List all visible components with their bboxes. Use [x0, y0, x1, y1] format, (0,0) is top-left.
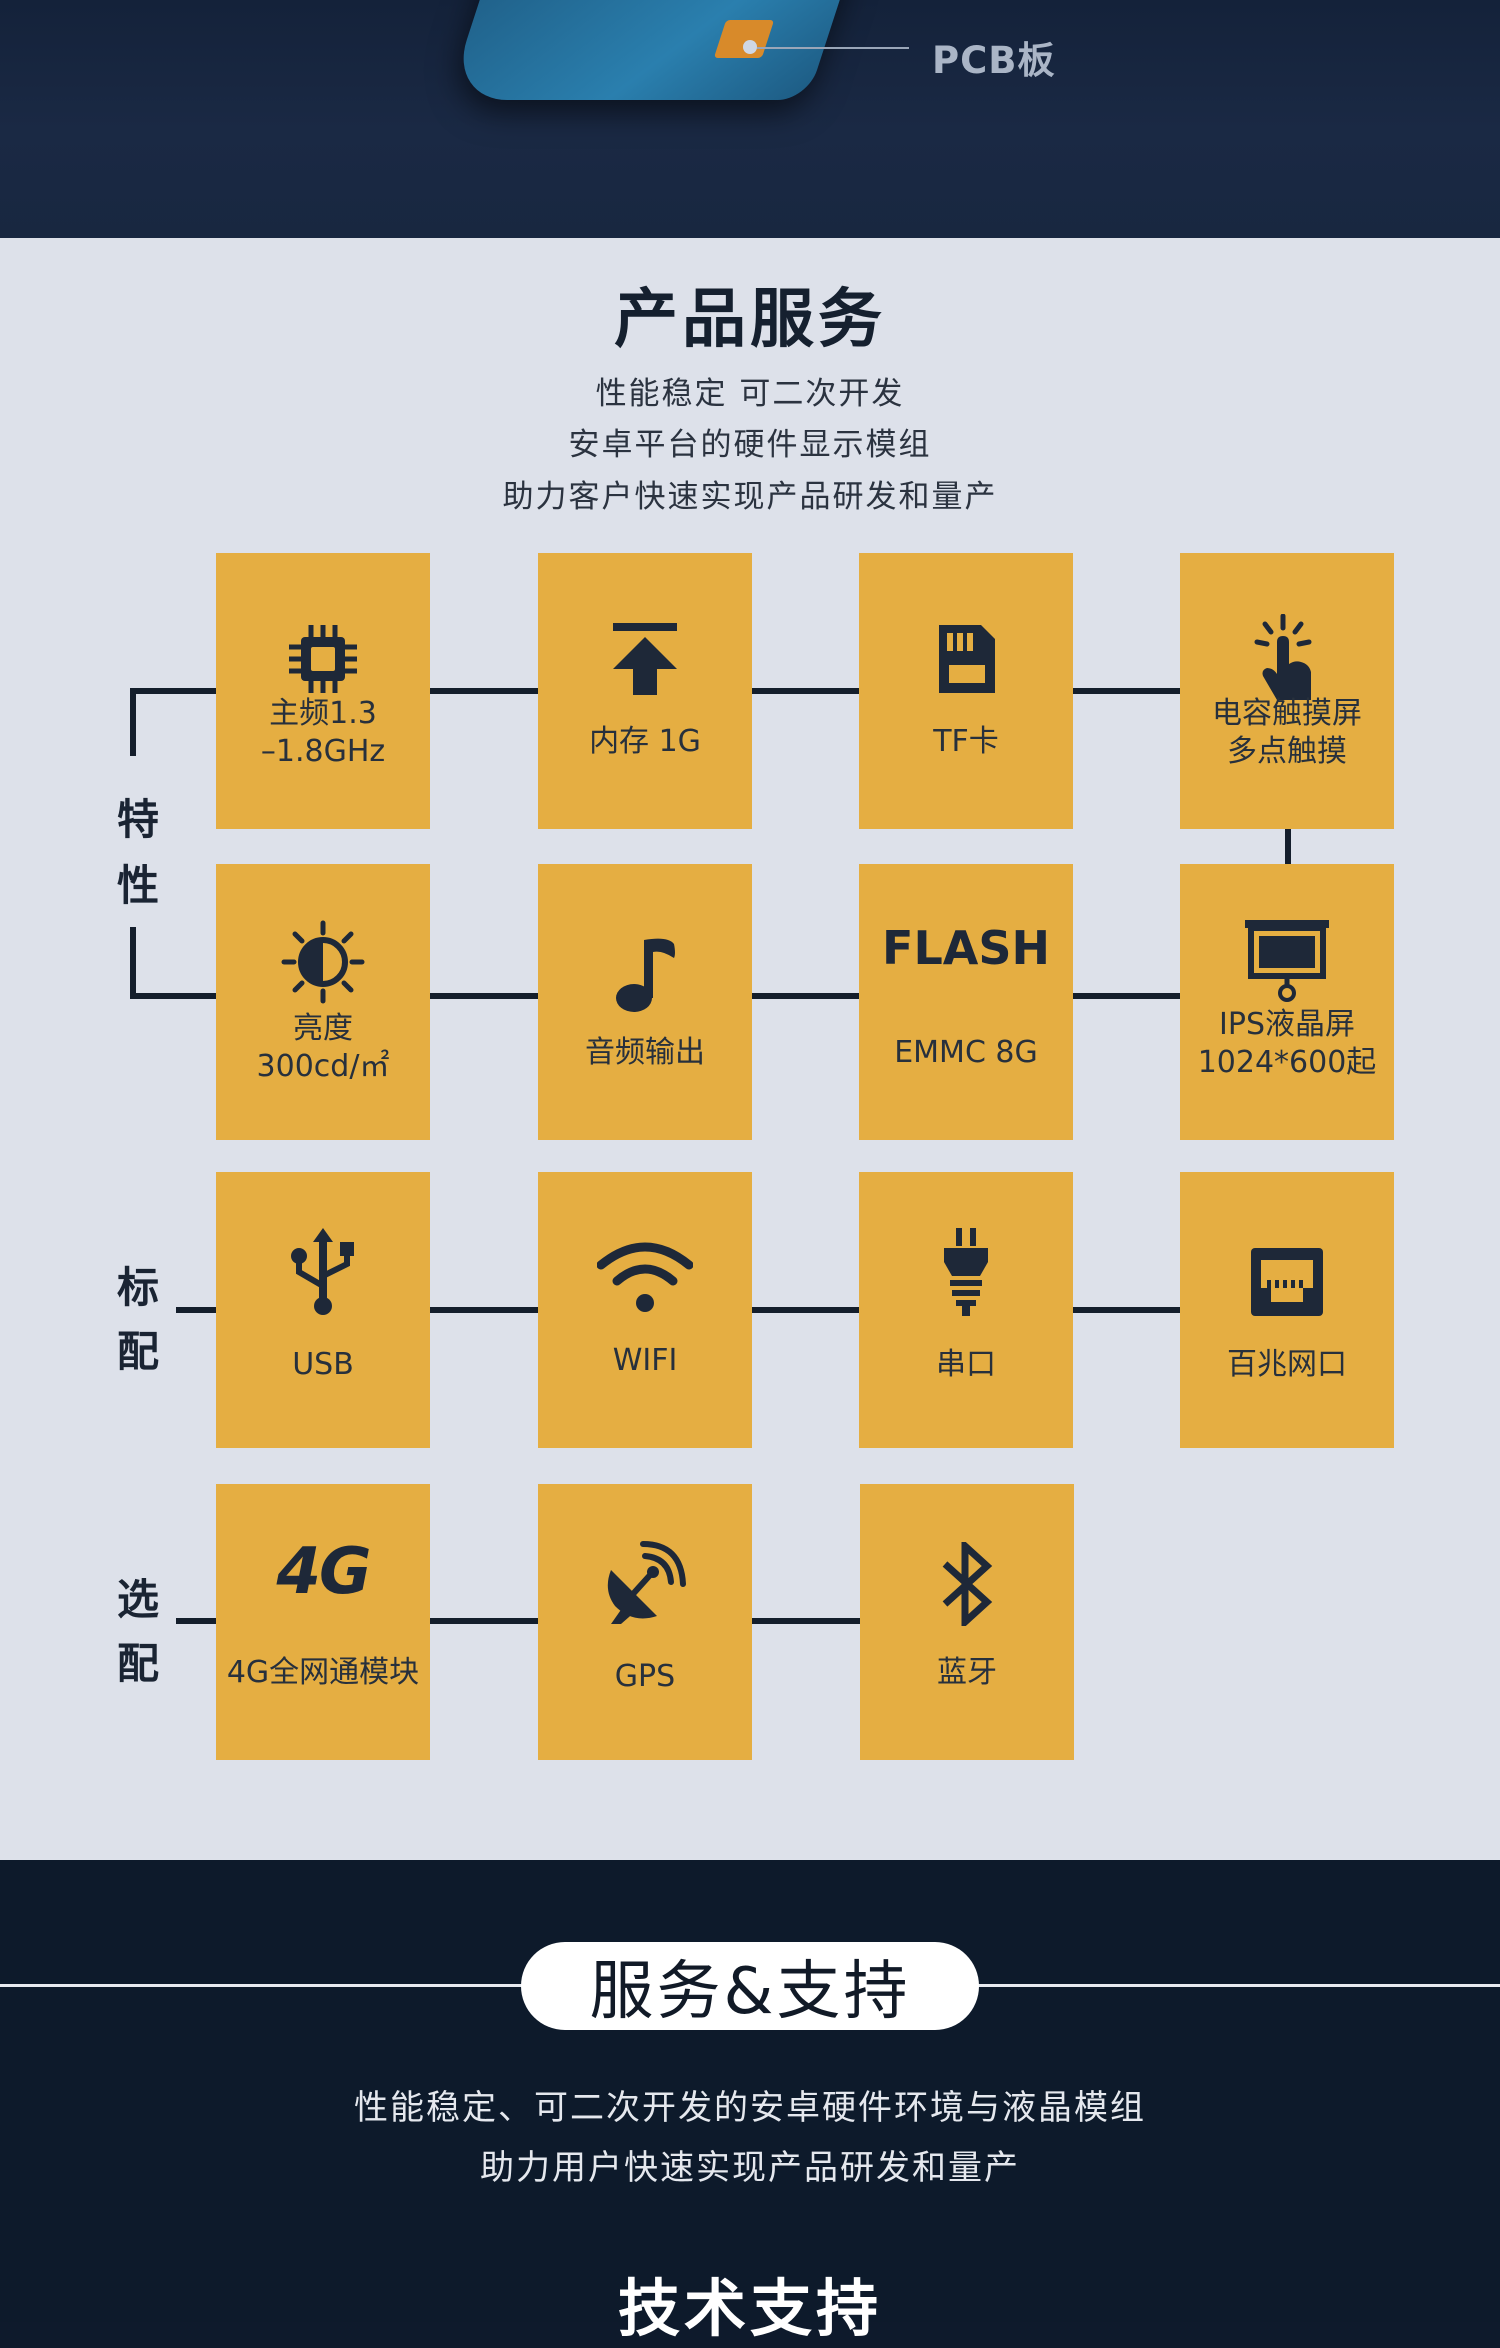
connector-line: [1073, 993, 1181, 999]
feature-tile-brightness: 亮度 300cd/㎡: [216, 864, 430, 1140]
tile-label: 主频1.3 –1.8GHz: [260, 696, 386, 769]
ethernet-port-icon: [1180, 1234, 1394, 1330]
plug-icon: [859, 1224, 1073, 1320]
tech-support-title: 技术支持: [617, 2272, 882, 2345]
connector-line: [430, 993, 538, 999]
feature-tile-flash: FLASH EMMC 8G: [859, 864, 1073, 1140]
connector-line: [1073, 1307, 1181, 1313]
tile-label: 4G全网通模块: [226, 1655, 420, 1690]
upload-arrow-icon: [538, 611, 752, 707]
standard-tile-wifi: WIFI: [538, 1172, 752, 1448]
sd-card-icon: [859, 611, 1073, 707]
connector-line: [130, 688, 136, 756]
connector-line: [130, 993, 216, 999]
callout-line: [757, 47, 909, 49]
tile-label: 亮度 300cd/㎡: [256, 1011, 390, 1084]
pcb-board-image: [447, 0, 853, 100]
subtitle-line-2: 安卓平台的硬件显示模组: [568, 427, 932, 463]
feature-tile-ips-screen: IPS液晶屏 1024*600起: [1180, 864, 1394, 1140]
feature-tile-tf-card: TF卡: [859, 553, 1073, 829]
cpu-chip-icon: [216, 611, 430, 707]
connector-line: [176, 1307, 216, 1313]
tile-label: 电容触摸屏 多点触摸: [1212, 696, 1362, 769]
connector-line: [130, 927, 136, 999]
group-label-optional-1: 选: [116, 1575, 159, 1624]
connector-line: [430, 1307, 538, 1313]
section-title: 产品服务: [614, 283, 886, 357]
optional-tile-gps: GPS: [538, 1484, 752, 1760]
connector-line: [752, 1307, 860, 1313]
service-support-section: [0, 1860, 1500, 2322]
tile-label: 蓝牙: [937, 1655, 997, 1690]
connector-line: [1073, 688, 1181, 694]
group-label-features-1: 特: [116, 795, 159, 844]
satellite-dish-icon: [538, 1534, 752, 1630]
connector-line: [176, 1618, 216, 1624]
pcb-label: PCB板: [932, 39, 1056, 82]
tile-label: 百兆网口: [1227, 1347, 1347, 1382]
standard-tile-ethernet: 百兆网口: [1180, 1172, 1394, 1448]
support-title: 服务&支持: [589, 1955, 911, 2029]
connector-line: [430, 1618, 538, 1624]
feature-tile-touchscreen: 电容触摸屏 多点触摸: [1180, 553, 1394, 829]
bluetooth-icon: [860, 1536, 1074, 1632]
group-label-standard-1: 标: [116, 1263, 159, 1312]
feature-tile-cpu: 主频1.3 –1.8GHz: [216, 553, 430, 829]
tile-label: EMMC 8G: [894, 1035, 1038, 1070]
optional-tile-4g: 4G 4G全网通模块: [216, 1484, 430, 1760]
wifi-icon: [538, 1230, 752, 1326]
support-line-1: 性能稳定、可二次开发的安卓硬件环境与液晶模组: [354, 2088, 1146, 2128]
tile-label: 串口: [936, 1347, 996, 1382]
subtitle-line-3: 助力客户快速实现产品研发和量产: [502, 479, 998, 515]
tile-label: WIFI: [612, 1343, 678, 1378]
standard-tile-usb: USB: [216, 1172, 430, 1448]
projector-screen-icon: [1180, 910, 1394, 1006]
standard-tile-serial: 串口: [859, 1172, 1073, 1448]
connector-line: [130, 688, 216, 694]
brightness-icon: [216, 914, 430, 1010]
touch-hand-icon: [1180, 611, 1394, 707]
connector-line: [752, 993, 860, 999]
callout-dot: [743, 40, 757, 54]
group-label-features-2: 性: [116, 861, 159, 910]
connector-line: [752, 1618, 860, 1624]
4g-text-icon: 4G: [276, 1535, 371, 1609]
tile-label: GPS: [614, 1659, 676, 1694]
feature-tile-audio: 音频输出: [538, 864, 752, 1140]
support-title-pill: 服务&支持: [521, 1942, 979, 2030]
group-label-optional-2: 配: [116, 1639, 159, 1688]
tile-label: IPS液晶屏 1024*600起: [1197, 1007, 1377, 1080]
connector-line: [430, 688, 538, 694]
tile-label: USB: [292, 1347, 354, 1382]
usb-icon: [216, 1224, 430, 1320]
tile-label: 内存 1G: [589, 724, 701, 759]
connector-line: [1285, 828, 1291, 864]
group-label-standard-2: 配: [116, 1327, 159, 1376]
optional-tile-bluetooth: 蓝牙: [860, 1484, 1074, 1760]
connector-line: [752, 688, 860, 694]
support-line-2: 助力用户快速实现产品研发和量产: [480, 2148, 1020, 2188]
feature-tile-memory: 内存 1G: [538, 553, 752, 829]
flash-text-icon: FLASH: [882, 921, 1050, 975]
tile-label: 音频输出: [585, 1035, 705, 1070]
tile-label: TF卡: [933, 724, 999, 759]
subtitle-line-1: 性能稳定 可二次开发: [595, 376, 905, 412]
music-note-icon: [538, 926, 752, 1022]
